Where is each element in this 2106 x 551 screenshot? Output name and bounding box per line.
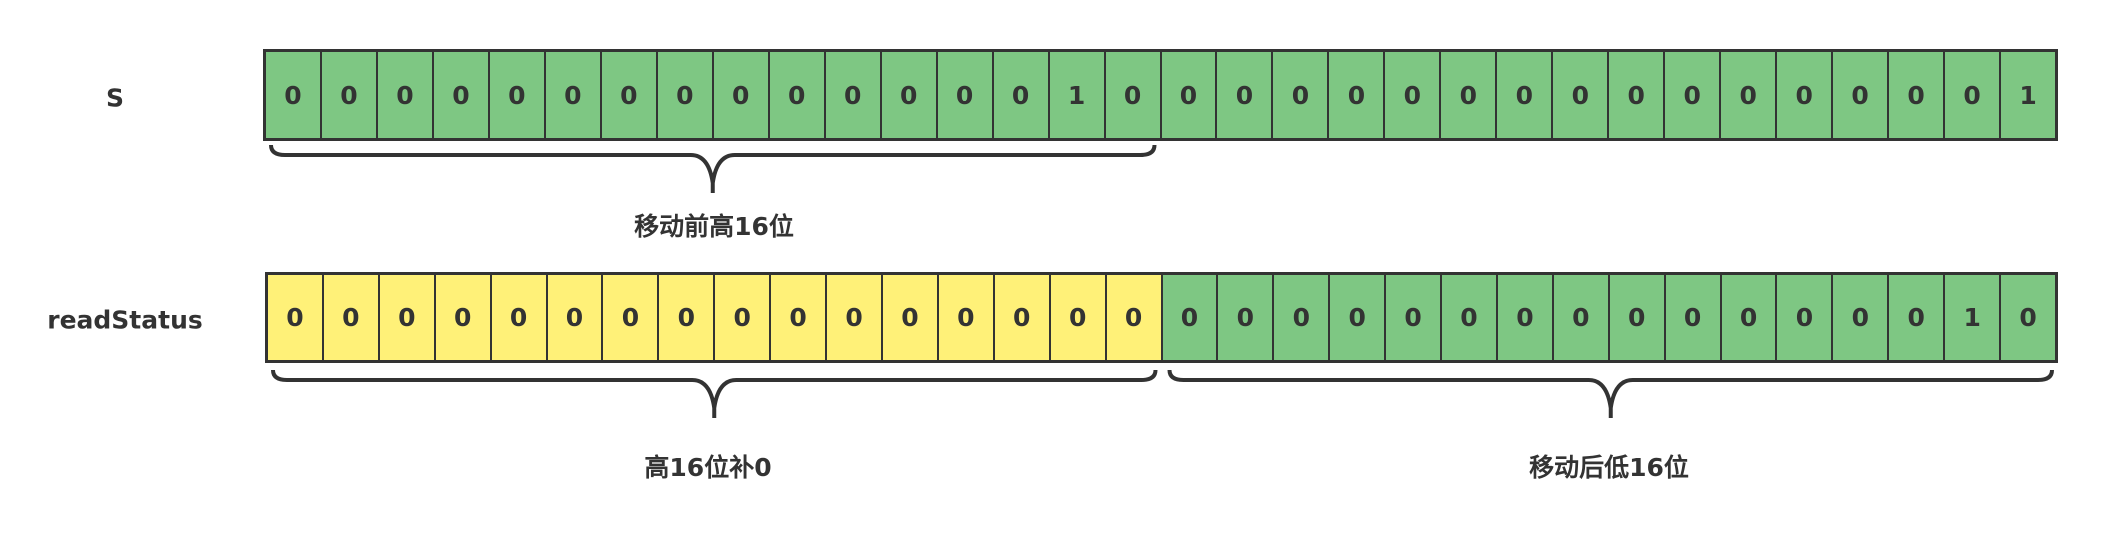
bit-cell: 0 <box>268 275 324 360</box>
bit-cell: 0 <box>491 275 548 360</box>
bit-cell: 0 <box>1609 52 1666 138</box>
bit-cell: 0 <box>825 52 882 138</box>
bit-cell: 1 <box>1049 52 1106 138</box>
bit-cell: 0 <box>547 275 604 360</box>
bit-cell: 0 <box>827 275 883 360</box>
bit-cell: 0 <box>1497 275 1554 360</box>
bit-cell: 0 <box>1721 275 1778 360</box>
bit-cell: 0 <box>1833 52 1890 138</box>
bit-cell: 0 <box>321 52 378 138</box>
bit-cell: 0 <box>882 275 939 360</box>
bit-cell: 0 <box>2001 275 2055 360</box>
bit-cell: 0 <box>545 52 602 138</box>
bit-cell: 0 <box>1274 275 1331 360</box>
row-label-s: S <box>105 83 125 113</box>
brace-low16-after <box>1167 369 2054 418</box>
bit-cell: 0 <box>601 52 658 138</box>
bit-cell: 0 <box>1945 52 2002 138</box>
bit-cell: 0 <box>994 275 1051 360</box>
bit-cell: 0 <box>1162 275 1219 360</box>
bit-cell: 0 <box>1665 275 1722 360</box>
bit-cell: 0 <box>1442 275 1498 360</box>
bit-cell: 0 <box>1889 52 1946 138</box>
bit-cell: 0 <box>1273 52 1330 138</box>
bit-cell: 0 <box>1441 52 1498 138</box>
label-low16-after: 移动后低16位 <box>1529 453 1689 482</box>
label-high16-before: 移动前高16位 <box>634 212 794 241</box>
bit-cell: 0 <box>1553 52 1610 138</box>
bit-cell: 0 <box>1385 52 1442 138</box>
bit-cell: 0 <box>1609 275 1666 360</box>
bit-cell: 0 <box>379 275 436 360</box>
bit-cell: 0 <box>657 52 714 138</box>
bit-cell: 0 <box>1217 52 1274 138</box>
bit-cell: 0 <box>715 275 772 360</box>
bit-cell: 0 <box>937 52 994 138</box>
bit-cell: 0 <box>938 275 995 360</box>
bit-cell: 0 <box>435 275 492 360</box>
bit-cell: 1 <box>1945 275 2002 360</box>
bit-cell: 0 <box>1721 52 1778 138</box>
bit-cell: 0 <box>1329 52 1386 138</box>
bit-cell: 0 <box>1777 52 1834 138</box>
bit-cell: 0 <box>713 52 770 138</box>
bit-cell: 0 <box>1161 52 1218 138</box>
label-high16-zero: 高16位补0 <box>644 453 772 482</box>
bit-cell: 0 <box>1218 275 1275 360</box>
bit-cell: 0 <box>1050 275 1107 360</box>
bit-cell: 0 <box>1889 275 1946 360</box>
bit-cell: 0 <box>1330 275 1387 360</box>
bit-cell: 0 <box>1833 275 1890 360</box>
bit-cell: 0 <box>1106 275 1163 360</box>
bit-cell: 0 <box>659 275 716 360</box>
bit-cell: 0 <box>266 52 322 138</box>
bit-cell: 0 <box>489 52 546 138</box>
bit-cell: 0 <box>603 275 660 360</box>
bit-cell: 0 <box>323 275 380 360</box>
bit-cell: 0 <box>1553 275 1610 360</box>
bit-cell: 0 <box>881 52 938 138</box>
row-label-readstatus: readStatus <box>47 305 203 335</box>
bit-cell: 0 <box>769 52 826 138</box>
bit-cell: 0 <box>1777 275 1834 360</box>
bit-cell: 0 <box>433 52 490 138</box>
bit-cell: 0 <box>1497 52 1554 138</box>
bit-cell: 0 <box>1105 52 1162 138</box>
bit-cell: 0 <box>771 275 828 360</box>
brace-high16-before <box>269 144 1157 193</box>
brace-high16-zero <box>271 369 1158 418</box>
bit-cell: 0 <box>993 52 1050 138</box>
bit-cell: 0 <box>1665 52 1722 138</box>
bit-cell: 0 <box>377 52 434 138</box>
bit-cell: 0 <box>1386 275 1443 360</box>
bit-cell: 1 <box>2001 52 2055 138</box>
